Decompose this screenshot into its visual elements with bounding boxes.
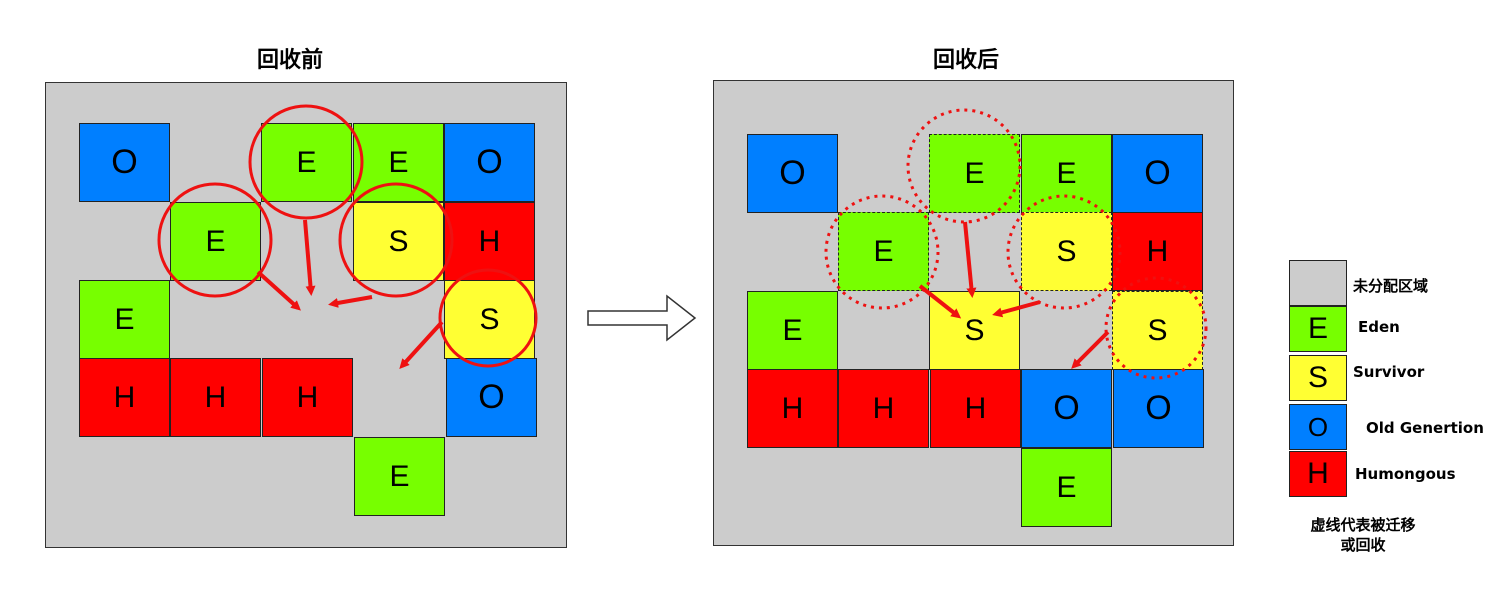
after-region-humongous: H: [747, 369, 838, 448]
legend-label-old: Old Genertion: [1366, 419, 1484, 437]
before-region-old: O: [444, 123, 535, 202]
before-region-eden: E: [353, 123, 444, 202]
legend-label-survivor: Survivor: [1353, 363, 1425, 381]
legend-swatch-humongous: H: [1289, 451, 1347, 497]
after-region-survivor: S: [929, 291, 1020, 370]
before-region-survivor: S: [444, 280, 535, 359]
after-region-humongous: H: [930, 369, 1021, 448]
before-region-survivor: S: [353, 202, 444, 281]
after-region-old: O: [1113, 369, 1204, 448]
legend-label-humongous: Humongous: [1355, 465, 1456, 483]
after-title: 回收后: [932, 48, 999, 73]
before-region-humongous: H: [79, 358, 170, 437]
legend-swatch-eden: E: [1289, 306, 1347, 352]
after-region-eden-migrated: E: [838, 212, 929, 291]
after-region-eden-migrated: E: [929, 134, 1020, 213]
legend-note-line1: 虚线代表被迁移: [1310, 516, 1416, 534]
legend-note-line2: 或回收: [1340, 536, 1386, 554]
after-region-humongous: H: [1112, 212, 1203, 291]
after-region-eden: E: [1021, 448, 1112, 527]
after-region-survivor-migrated: S: [1112, 291, 1203, 370]
after-region-survivor-migrated: S: [1021, 212, 1112, 291]
legend-label-unallocated: 未分配区域: [1353, 277, 1429, 295]
after-region-old: O: [747, 134, 838, 213]
before-region-old: O: [79, 123, 170, 202]
before-region-humongous: H: [262, 358, 353, 437]
before-region-eden: E: [79, 280, 170, 359]
after-region-old: O: [1112, 134, 1203, 213]
legend-label-eden: Eden: [1358, 318, 1400, 336]
before-region-eden: E: [170, 202, 261, 281]
legend-swatch-old: O: [1289, 404, 1347, 450]
before-title: 回收前: [256, 48, 323, 73]
before-region-eden: E: [261, 123, 352, 202]
before-region-old: O: [446, 358, 537, 437]
before-region-eden: E: [354, 437, 445, 516]
legend-swatch-survivor: S: [1289, 355, 1347, 401]
after-region-eden: E: [1021, 134, 1112, 213]
after-region-eden: E: [747, 291, 838, 370]
before-region-humongous: H: [170, 358, 261, 437]
legend-swatch-unallocated: [1289, 260, 1347, 306]
after-region-old: O: [1021, 369, 1112, 448]
legend-note: 虚线代表被迁移 或回收: [1288, 515, 1438, 555]
before-region-humongous: H: [444, 202, 535, 281]
after-region-humongous: H: [838, 369, 929, 448]
